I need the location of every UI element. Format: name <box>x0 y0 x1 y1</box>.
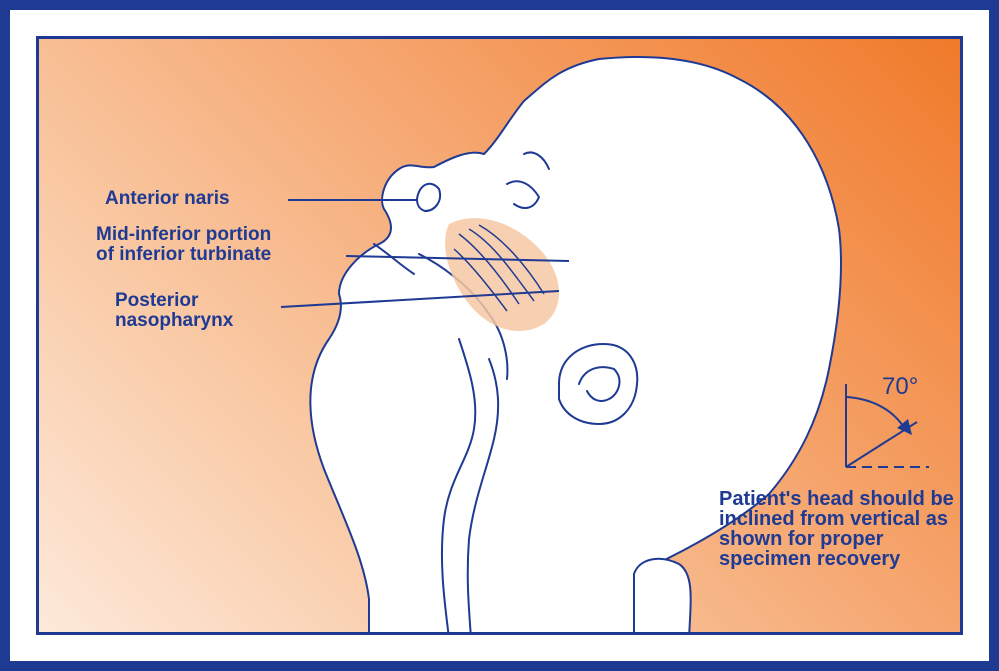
label-inferior-turbinate: Mid-inferior portion of inferior turbina… <box>96 225 271 265</box>
label-posterior-nasopharynx: Posterior nasopharynx <box>115 291 233 331</box>
label-anterior-naris: Anterior naris <box>105 189 230 209</box>
ear <box>559 344 637 424</box>
inclination-caption: Patient's head should be inclined from v… <box>719 489 963 569</box>
angle-arc <box>847 397 905 429</box>
nostril <box>417 184 440 211</box>
angle-value: 70° <box>882 375 918 399</box>
illustration-panel: Anterior naris Mid-inferior portion of i… <box>36 36 963 635</box>
collar <box>634 559 691 635</box>
